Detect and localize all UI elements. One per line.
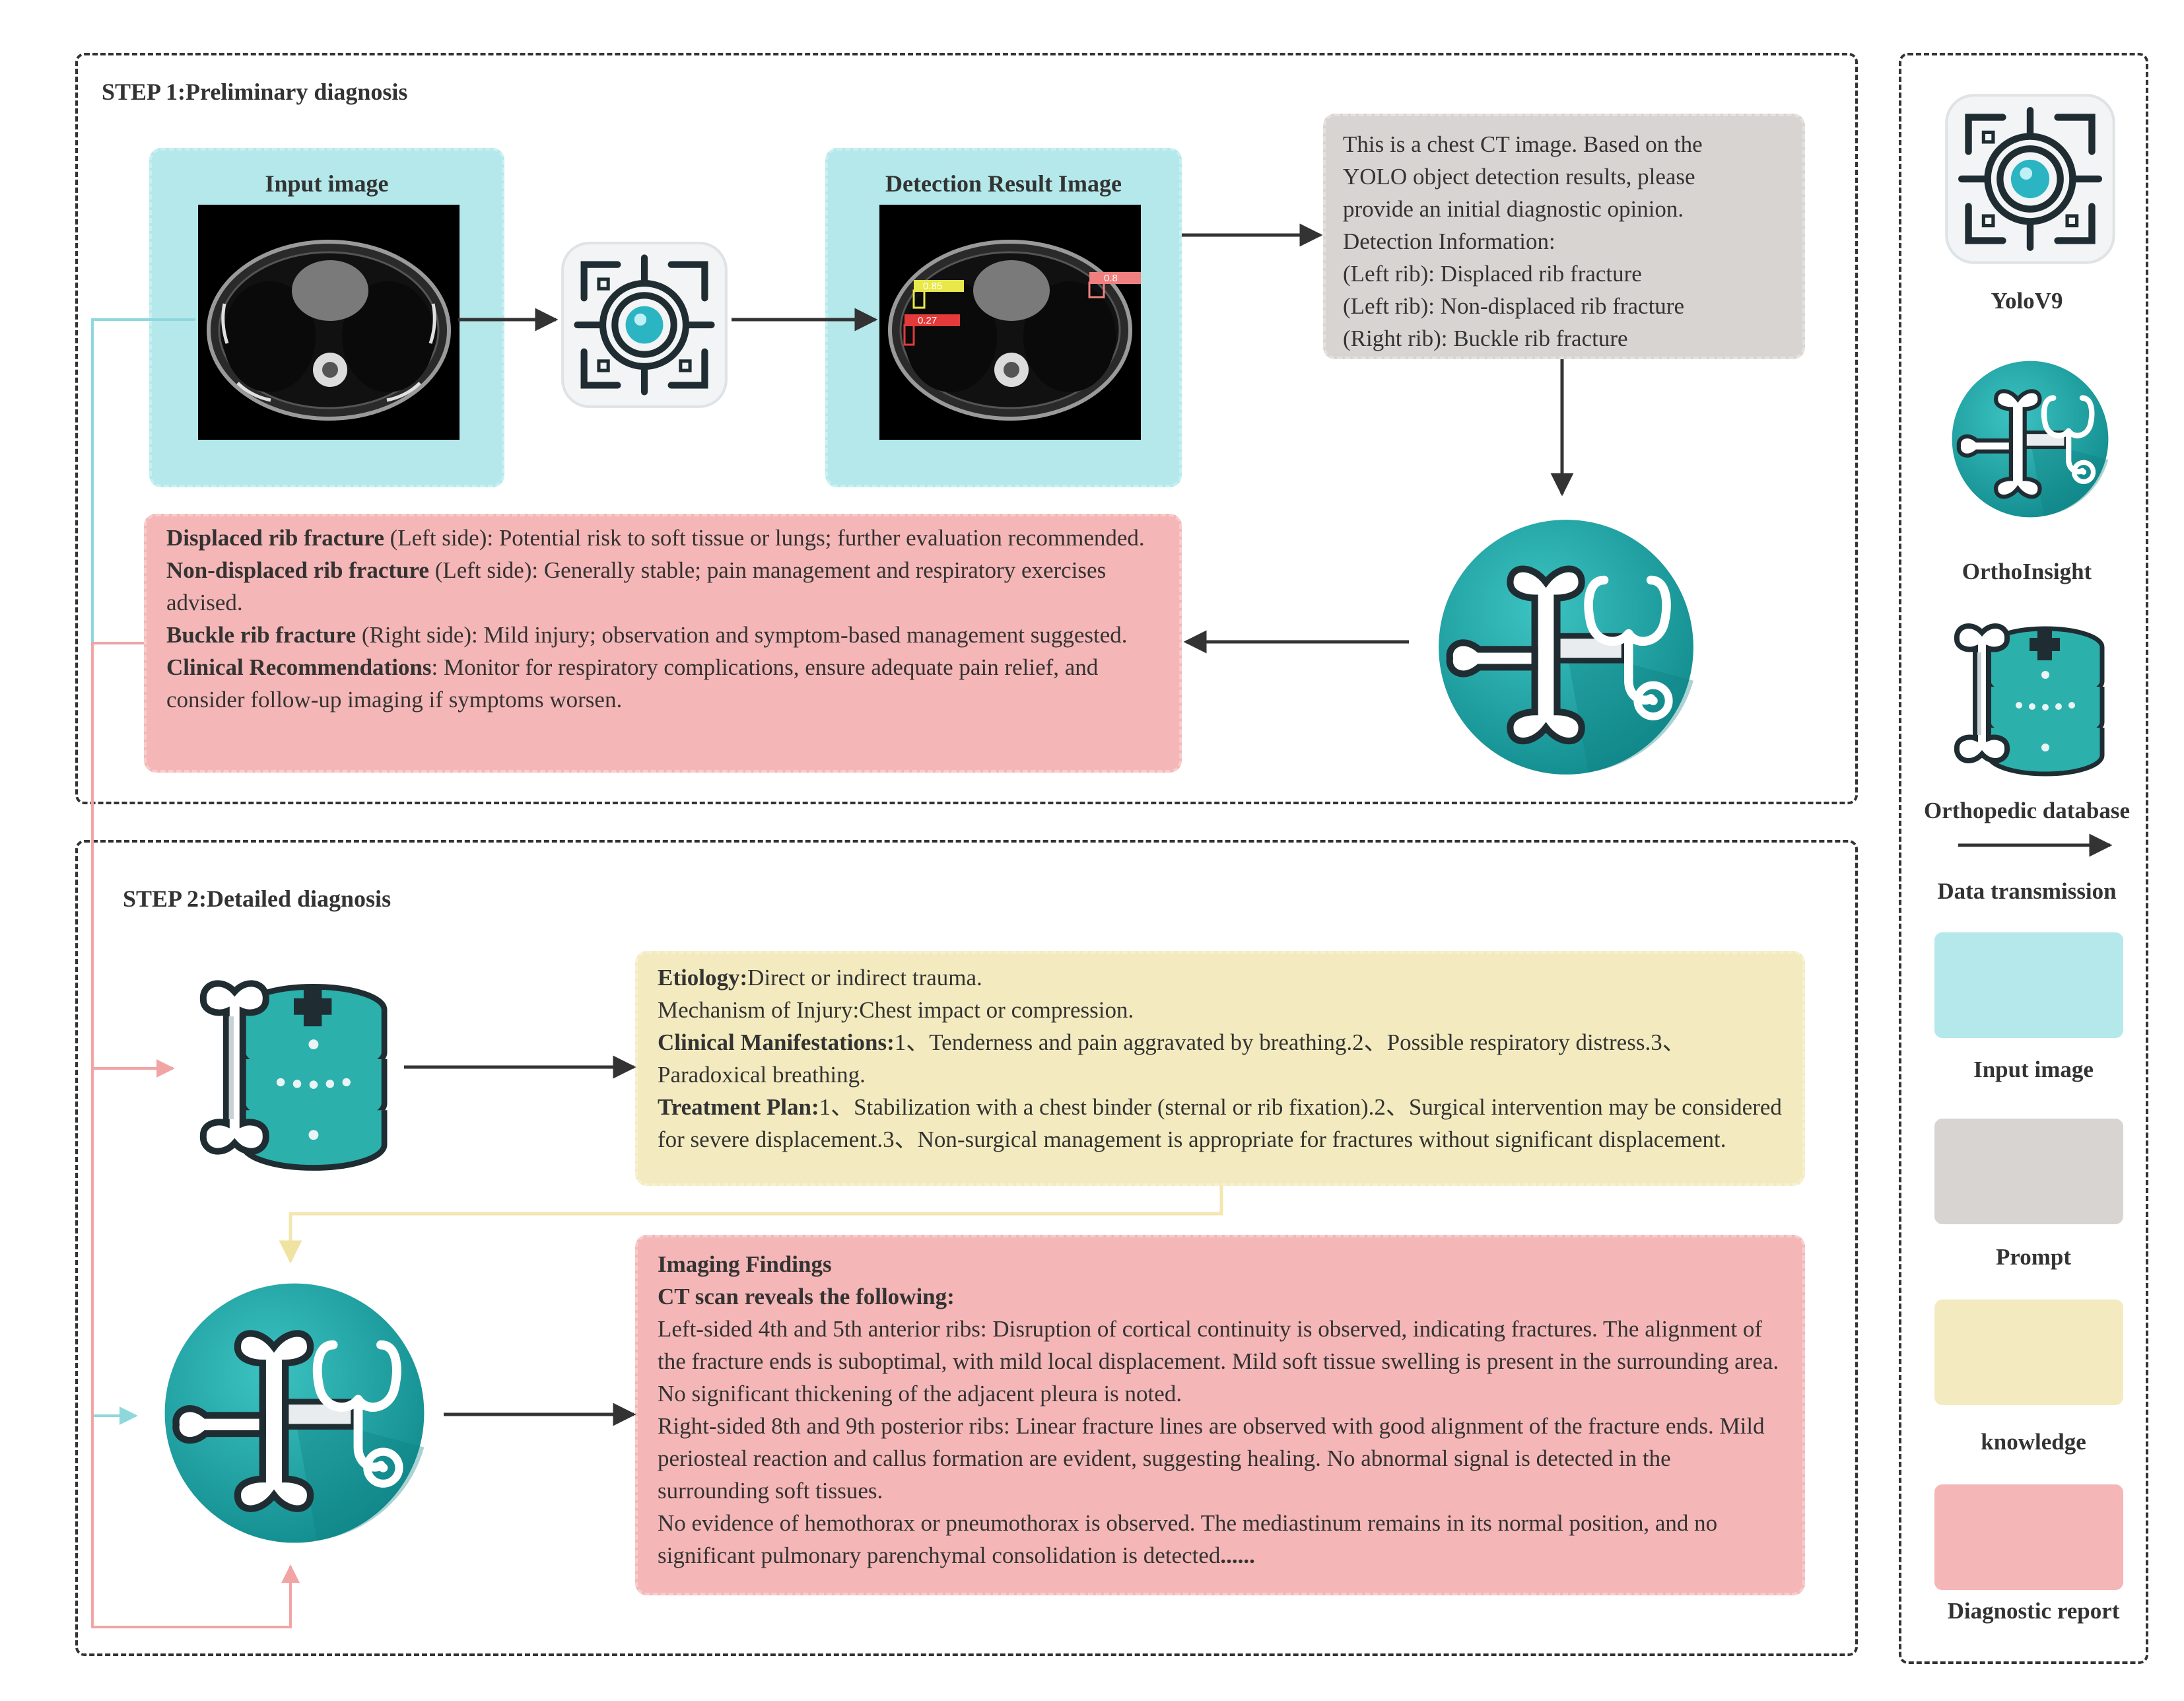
step1-title: STEP 1:Preliminary diagnosis: [102, 79, 408, 105]
prompt-line: (Left rib): Non-displaced rib fracture: [1343, 293, 1684, 319]
det-tag-1: 0.85: [923, 281, 942, 292]
legend-yolo-icon: [1941, 90, 2119, 268]
detection-result-box: Detection Result Image 0.85 0.27 0.8: [825, 148, 1182, 487]
knowledge-item: Mechanism of Injury:Chest impact or comp…: [658, 997, 1134, 1023]
step1-panel: [75, 53, 1858, 804]
legend-transmission-arrow: [1958, 833, 2113, 857]
findings-paragraph: No evidence of hemothorax or pneumothora…: [658, 1510, 1718, 1568]
step2-title: STEP 2:Detailed diagnosis: [123, 885, 392, 912]
findings-paragraph: Left-sided 4th and 5th anterior ribs: Di…: [658, 1316, 1779, 1406]
detailed-report-box: Imaging Findings CT scan reveals the fol…: [635, 1235, 1805, 1595]
preliminary-report-box: Displaced rib fracture (Left side): Pote…: [144, 514, 1182, 773]
prompt-line: provide an initial diagnostic opinion.: [1343, 196, 1684, 222]
report-item: Clinical Recommendations: Monitor for re…: [166, 654, 1099, 712]
findings-subtitle: CT scan reveals the following:: [658, 1284, 955, 1309]
legend-yolo-label: YoloV9: [1991, 288, 2063, 314]
legend-prompt-label: Prompt: [1995, 1244, 2072, 1270]
legend-ortho-icon: [1941, 350, 2119, 528]
legend-database-icon: [1941, 606, 2123, 778]
legend-knowledge-swatch: [1934, 1300, 2123, 1405]
legend-database-label: Orthopedic database: [1923, 798, 2131, 823]
knowledge-box: Etiology:Direct or indirect trauma. Mech…: [635, 951, 1805, 1186]
input-image-box: Input image: [149, 148, 504, 487]
knowledge-item: Treatment Plan:1、Stabilization with a ch…: [658, 1094, 1782, 1152]
arrow-report-to-ortho2: [91, 1068, 300, 1628]
step2-panel: [75, 840, 1858, 1656]
prompt-line: (Left rib): Displaced rib fracture: [1343, 261, 1642, 287]
legend-input-swatch: [1934, 932, 2123, 1038]
legend-knowledge-label: knowledge: [1981, 1429, 2086, 1455]
det-tag-3: 0.8: [1104, 273, 1118, 284]
legend-report-swatch: [1934, 1484, 2123, 1590]
legend-prompt-swatch: [1934, 1119, 2123, 1224]
prompt-line: YOLO object detection results, please: [1343, 164, 1695, 190]
legend-ortho-label: OrthoInsight: [1962, 559, 2092, 584]
findings-paragraph: Right-sided 8th and 9th posterior ribs: …: [658, 1413, 1765, 1504]
findings-title: Imaging Findings: [658, 1251, 832, 1277]
det-tag-2: 0.27: [918, 315, 937, 326]
prompt-box: This is a chest CT image. Based on the Y…: [1323, 114, 1805, 359]
arrow-input-to-ortho2: [91, 318, 195, 1425]
arrow-knowledge-to-ortho: [279, 1186, 1223, 1264]
knowledge-item: Etiology:Direct or indirect trauma.: [658, 965, 982, 990]
input-image-label: Input image: [265, 170, 389, 197]
prompt-line: Detection Information:: [1343, 228, 1555, 254]
legend-input-label: Input image: [1973, 1057, 2094, 1082]
prompt-line: (Right rib): Buckle rib fracture: [1343, 326, 1628, 351]
input-ct-image: [198, 205, 460, 440]
report-item: Displaced rib fracture (Left side): Pote…: [166, 525, 1145, 551]
detection-result-label: Detection Result Image: [885, 170, 1122, 197]
report-item: Buckle rib fracture (Right side): Mild i…: [166, 622, 1128, 648]
arrow-report-to-database: [91, 642, 175, 1078]
report-item: Non-displaced rib fracture (Left side): …: [166, 557, 1107, 615]
legend-panel: [1899, 53, 2148, 1664]
detection-ct-image: 0.85 0.27 0.8: [879, 205, 1141, 440]
legend-report-label: Diagnostic report: [1947, 1598, 2120, 1624]
legend-transmission-label: Data transmission: [1937, 878, 2117, 904]
knowledge-item: Clinical Manifestations:1、Tenderness and…: [658, 1029, 1686, 1088]
prompt-line: This is a chest CT image. Based on the: [1343, 131, 1703, 157]
